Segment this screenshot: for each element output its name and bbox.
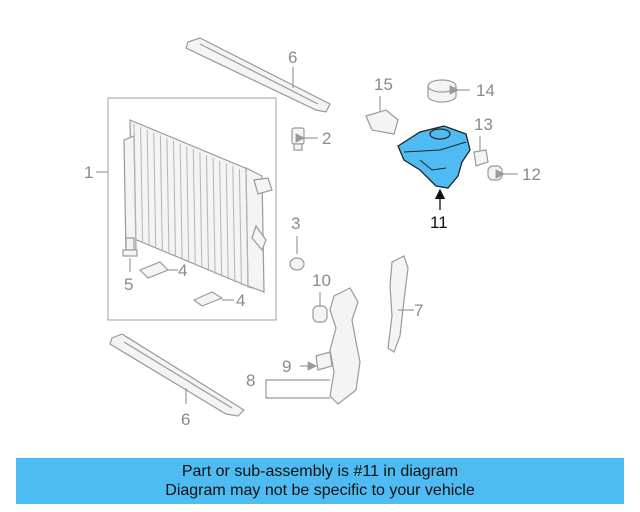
coolant-expansion-tank-11 — [397, 125, 471, 189]
callout-3: 3 — [291, 214, 300, 233]
callout-12: 12 — [522, 165, 541, 184]
upper-support-rail — [185, 37, 331, 113]
radiator-fin — [140, 126, 144, 243]
radiator-fin — [173, 140, 177, 257]
radiator-fin — [192, 149, 196, 266]
callout-5: 5 — [124, 275, 133, 294]
radiator-fin — [245, 171, 249, 289]
callout-13: 13 — [474, 115, 493, 134]
bushing-10 — [312, 305, 328, 323]
bolt-2 — [291, 127, 305, 151]
radiator-fin — [232, 166, 236, 283]
callout-10: 10 — [312, 271, 331, 290]
leader-8 — [265, 379, 330, 399]
radiator-fin — [238, 169, 242, 286]
radiator-fin — [212, 157, 216, 274]
callout-4b: 4 — [236, 291, 245, 310]
banner-line-2: Diagram may not be specific to your vehi… — [165, 482, 475, 499]
callout-6-top: 6 — [288, 48, 297, 67]
lower-support-rail — [109, 333, 245, 417]
parts-diagram: 6 1 2 3 5 4 4 6 10 — [84, 37, 541, 429]
bracket-15 — [365, 109, 399, 135]
callout-1: 1 — [84, 163, 93, 182]
callout-4a: 4 — [178, 261, 187, 280]
bolt-5 — [122, 237, 138, 257]
radiator-outline-box — [107, 97, 277, 321]
air-deflector — [315, 287, 361, 405]
callout-9: 9 — [282, 357, 291, 376]
bracket-4b — [192, 291, 224, 307]
radiator-fin — [219, 160, 223, 277]
radiator-fin — [153, 132, 157, 249]
bracket-4a — [138, 261, 170, 279]
radiator-fin — [166, 138, 170, 255]
banner-line-1: Part or sub-assembly is #11 in diagram — [181, 463, 459, 480]
radiator-core — [123, 119, 273, 293]
radiator-fin — [199, 152, 203, 269]
radiator-fin — [133, 123, 137, 241]
radiator-fin — [179, 143, 183, 260]
radiator-fin — [205, 155, 209, 272]
radiator-fin — [225, 163, 229, 280]
level-sensor-12 — [487, 165, 503, 181]
callout-2: 2 — [322, 129, 331, 148]
reservoir-cap-14 — [427, 79, 457, 103]
info-banner: Part or sub-assembly is #11 in diagram D… — [16, 458, 624, 504]
callout-11: 11 — [430, 213, 448, 232]
radiator-fin — [159, 135, 163, 252]
grommet-3 — [289, 257, 305, 271]
clip-13 — [473, 149, 489, 167]
callout-7: 7 — [414, 301, 423, 320]
callout-6-bottom: 6 — [181, 410, 190, 429]
radiator-fin — [146, 129, 150, 246]
callout-15: 15 — [374, 75, 393, 94]
callout-14: 14 — [476, 81, 495, 100]
callout-8: 8 — [246, 371, 255, 390]
radiator-fin — [186, 146, 190, 263]
side-seal-7 — [387, 255, 409, 353]
